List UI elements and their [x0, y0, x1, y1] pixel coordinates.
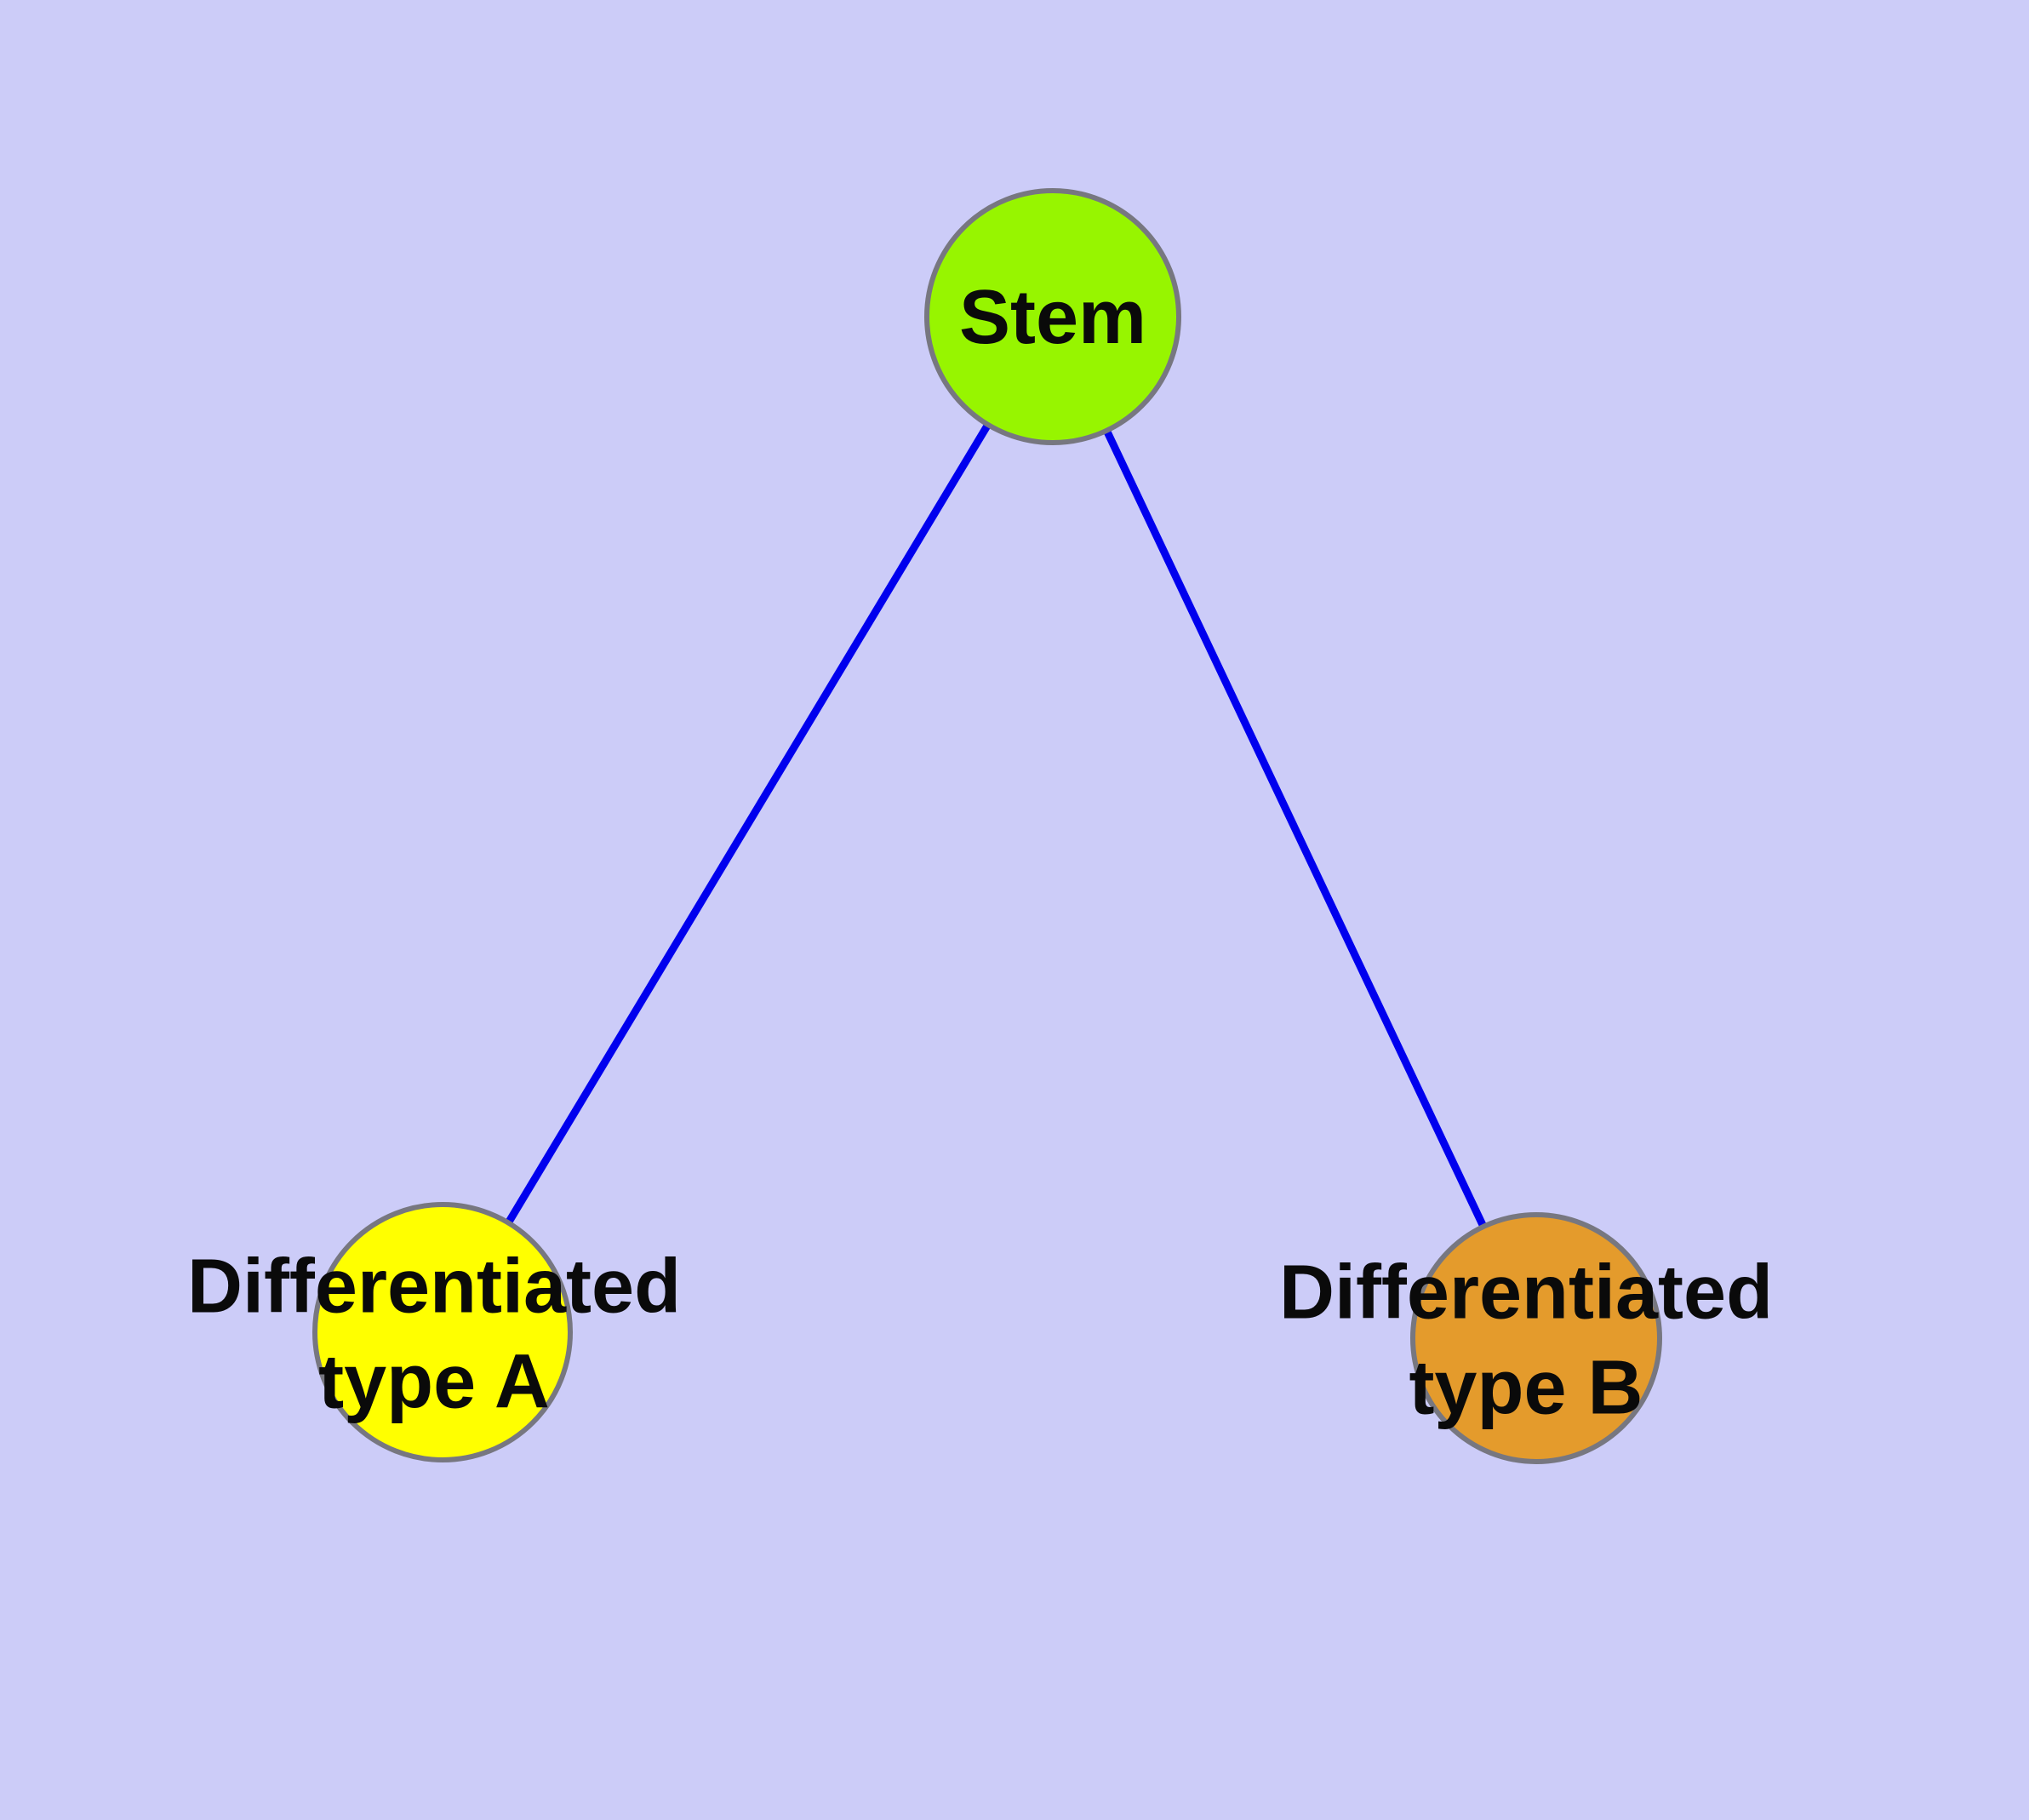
edge-stem-to-type-a [439, 314, 1056, 1335]
type-a-node-label: Differentiated type A [186, 1244, 682, 1424]
stem-node-circle [924, 188, 1181, 445]
edge-stem-to-type-b [1049, 315, 1540, 1340]
type-b-node-label: Differentiated type B [1278, 1250, 1774, 1430]
type-b-node-circle [1410, 1212, 1662, 1464]
stem-node-label: Stem [958, 275, 1147, 361]
type-a-node-circle [312, 1202, 573, 1462]
